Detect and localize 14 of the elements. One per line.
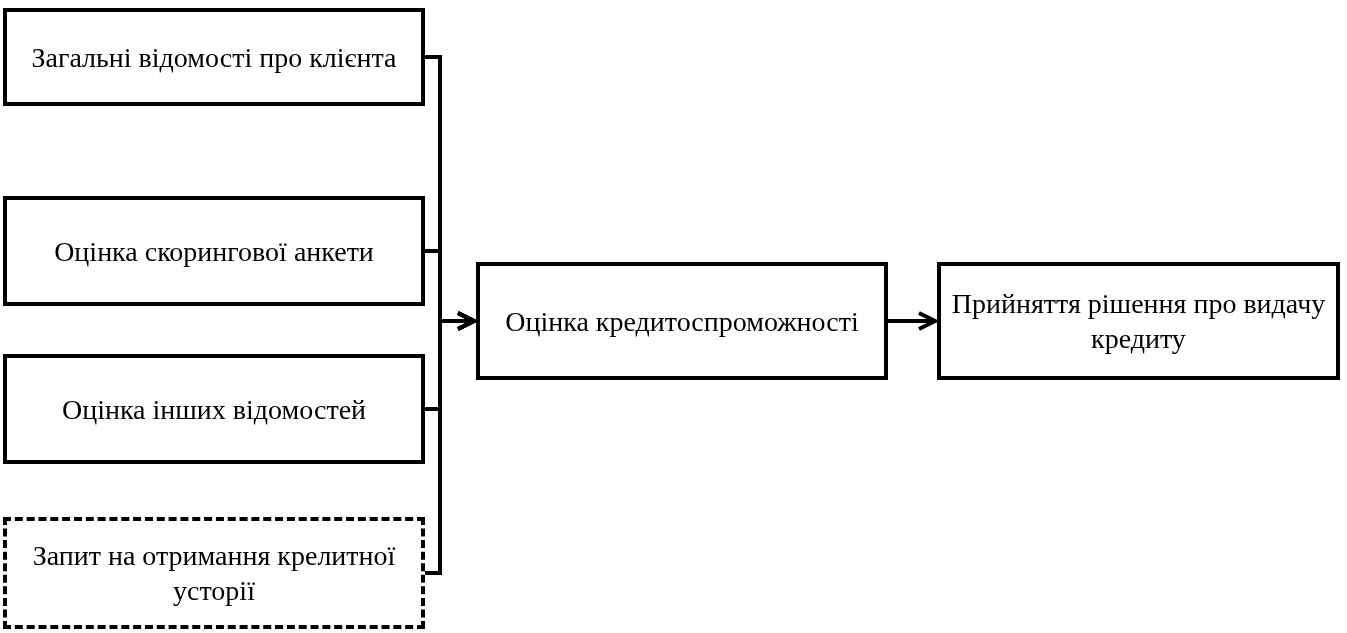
dashed-box (3, 517, 425, 629)
process-box (3, 8, 425, 106)
box-label: Загальні відомості про клієнта (31, 40, 397, 75)
box-label: Оцінка інших відомостей (61, 392, 367, 427)
arrow (888, 311, 937, 331)
process-box (3, 354, 425, 464)
process-box (3, 196, 425, 306)
box-label: Запит на отримання крелитної усторії (31, 539, 397, 608)
box-label: Оцінка кредитоспроможності (505, 304, 859, 339)
process-box (476, 262, 888, 380)
box-label: Оцінка скорингової анкети (54, 234, 374, 269)
box-label: Прийняття рішення про видачу кредиту (950, 287, 1327, 356)
process-box (937, 262, 1340, 380)
arrow (425, 311, 476, 575)
